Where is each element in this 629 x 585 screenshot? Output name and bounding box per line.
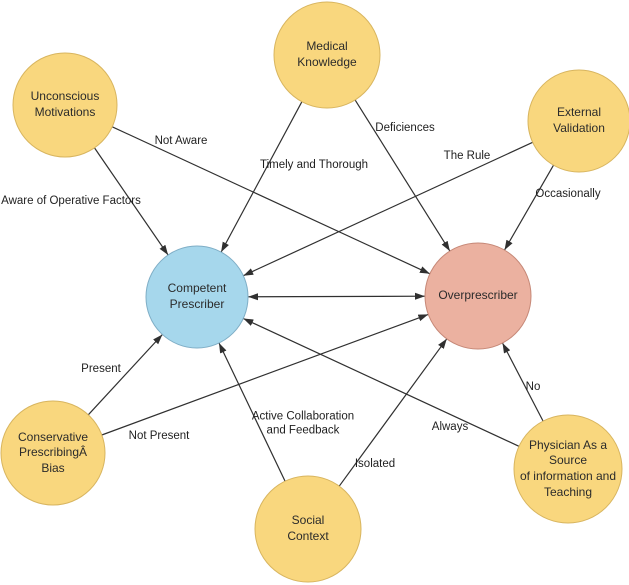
edge-unconscious-motivations-to-competent-prescriber[interactable] <box>94 147 169 256</box>
node-medical-knowledge[interactable] <box>273 1 381 109</box>
node-external-validation[interactable] <box>527 69 629 173</box>
node-conservative-prescribing-bias[interactable] <box>0 400 106 506</box>
edge-social-context-to-overprescriber[interactable] <box>338 338 448 487</box>
edge-conservative-prescribing-bias-to-competent-prescriber[interactable] <box>87 334 163 416</box>
edge-medical-knowledge-to-overprescriber[interactable] <box>354 99 451 252</box>
edge-external-validation-to-overprescriber[interactable] <box>503 164 555 251</box>
node-unconscious-motivations[interactable] <box>12 52 118 158</box>
edge-competent-prescriber-to-overprescriber[interactable] <box>247 292 426 301</box>
edge-social-context-to-competent-prescriber[interactable] <box>218 342 286 482</box>
node-overprescriber[interactable] <box>424 242 532 350</box>
edge-physician-source-to-competent-prescriber[interactable] <box>243 317 520 447</box>
edge-physician-source-to-overprescriber[interactable] <box>501 342 544 422</box>
node-physician-source[interactable] <box>513 414 623 524</box>
edge-layer <box>87 99 555 487</box>
edge-unconscious-motivations-to-overprescriber[interactable] <box>111 126 431 275</box>
node-competent-prescriber[interactable] <box>145 245 249 349</box>
edge-medical-knowledge-to-competent-prescriber[interactable] <box>220 101 303 253</box>
node-social-context[interactable] <box>254 475 362 583</box>
edge-conservative-prescribing-bias-to-overprescriber[interactable] <box>101 313 429 436</box>
edge-external-validation-to-competent-prescriber[interactable] <box>243 141 533 277</box>
